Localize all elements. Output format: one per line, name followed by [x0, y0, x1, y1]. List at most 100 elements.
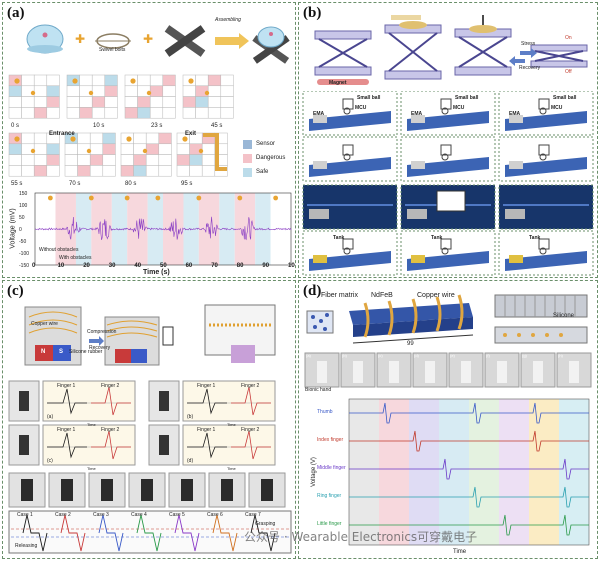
finger2-label: Finger 2: [101, 427, 119, 433]
panel-d: (d) Fiber matrix NdFeB Copper wire Silic…: [298, 280, 598, 559]
grid-cell: [208, 97, 221, 108]
grid-cell: [105, 86, 118, 97]
sensor-dot: [126, 136, 131, 141]
grid-cell: [22, 133, 35, 144]
sensor-dot: [87, 149, 91, 153]
grid-cell: [92, 86, 105, 97]
grid-cell: [34, 75, 47, 86]
hand-shape: [425, 361, 435, 383]
panel-c-n-label: N: [41, 349, 45, 355]
marker-dot: [125, 196, 130, 201]
xtick-label: 10: [58, 263, 65, 269]
plot-band: [529, 399, 559, 545]
marker-dot: [89, 196, 94, 201]
grid-cell: [22, 107, 35, 118]
panel-a-xlabel: Time (s): [143, 269, 170, 276]
grid-cell: [177, 165, 190, 176]
grid-cell: [47, 86, 60, 97]
grid-cell: [150, 97, 163, 108]
finger2-label: Finger 2: [101, 383, 119, 389]
gripper-body: [159, 391, 169, 411]
sensor-dot: [31, 91, 35, 95]
hand-shape: [461, 361, 471, 383]
plot-band: [469, 399, 499, 545]
panel-a: (a) ✚ ✚ Swivel bolts Assembling 0 s 10 s…: [2, 2, 296, 278]
photo-frame: [303, 185, 397, 229]
ytick-label: 50: [19, 215, 25, 221]
grid-cell: [125, 86, 138, 97]
plot-band: [379, 399, 409, 545]
panel-c: (c) Compression Recovery Copper wire Sil…: [2, 280, 296, 559]
panel-b-experiment-grid: [299, 91, 598, 277]
hand-shape: [533, 361, 543, 383]
xtick-label: 100: [288, 263, 296, 269]
grid-cell: [34, 144, 47, 155]
case-label: Case 5: [169, 512, 185, 518]
grid-cell: [9, 86, 22, 97]
ema-label: EMA: [509, 111, 520, 117]
sensor-dot: [130, 78, 135, 83]
panel-b-on-label: On: [565, 35, 572, 41]
grid-cell: [34, 165, 47, 176]
subplot-tag: (b): [187, 414, 193, 420]
panel-a-time-7: 95 s: [181, 181, 192, 187]
finger2-label: Finger 2: [241, 427, 259, 433]
grid-cell: [134, 165, 147, 176]
grid-cell: [22, 155, 35, 166]
panel-a-time-6: 80 s: [125, 181, 136, 187]
xtick-label: 0: [32, 263, 35, 269]
case-label: Case 6: [207, 512, 223, 518]
grid-cell: [22, 165, 35, 176]
case-label: Case 2: [55, 512, 71, 518]
dangerous-swatch-icon: [243, 154, 252, 163]
grid-cell: [9, 165, 22, 176]
grid-cell: [9, 97, 22, 108]
grid-cell: [103, 155, 116, 166]
grid-cell: [146, 133, 159, 144]
panel-d-ylabel: Voltage (V): [311, 457, 317, 487]
grid-cell: [80, 107, 93, 118]
grid-cell: [105, 75, 118, 86]
small-ball-label: Small ball: [455, 95, 478, 101]
grid-cell: [47, 75, 60, 86]
panel-a-assembly-illustration: ✚ ✚: [3, 13, 296, 75]
panel-a-time-3: 45 s: [211, 123, 222, 129]
grasping-label: Grasping: [255, 521, 275, 527]
grid-cell: [65, 155, 78, 166]
grid-cell: [125, 97, 138, 108]
ema-block: [509, 161, 523, 169]
grid-cell: [208, 107, 221, 118]
ytick-label: -150: [19, 263, 29, 269]
grid-cell: [103, 133, 116, 144]
panel-a-ylabel: Voltage (mV): [10, 208, 17, 248]
grid-cell: [92, 107, 105, 118]
panel-c-magnet-illustration: [3, 287, 296, 377]
grid-cell: [67, 107, 80, 118]
grid-cell: [150, 86, 163, 97]
grid-cell: [159, 165, 172, 176]
finger1-label: Finger 1: [197, 427, 215, 433]
panel-d-legend-copper: Copper wire: [417, 292, 455, 299]
sensor-dot: [199, 149, 203, 153]
photo-tag: (e): [450, 353, 455, 358]
xtick-label: 60: [186, 263, 193, 269]
grid-cell: [34, 107, 47, 118]
grid-cell: [78, 165, 91, 176]
grid-cell: [134, 155, 147, 166]
mcu-label: MCU: [355, 105, 366, 111]
case-label: Case 3: [93, 512, 109, 518]
grid-cell: [208, 75, 221, 86]
grid-cell: [90, 144, 103, 155]
grid-cell: [177, 155, 190, 166]
svg-text:✚: ✚: [75, 32, 85, 46]
grid-cell: [196, 97, 209, 108]
hand-shape: [353, 361, 363, 383]
row-label: Index finger: [317, 437, 349, 443]
gripper-body: [19, 391, 29, 411]
grid-cell: [183, 97, 196, 108]
case-label: Case 7: [245, 512, 261, 518]
grid-cell: [221, 97, 234, 108]
sensor-dot: [188, 78, 193, 83]
grid-cell: [47, 144, 60, 155]
inset-plot: [437, 191, 465, 211]
